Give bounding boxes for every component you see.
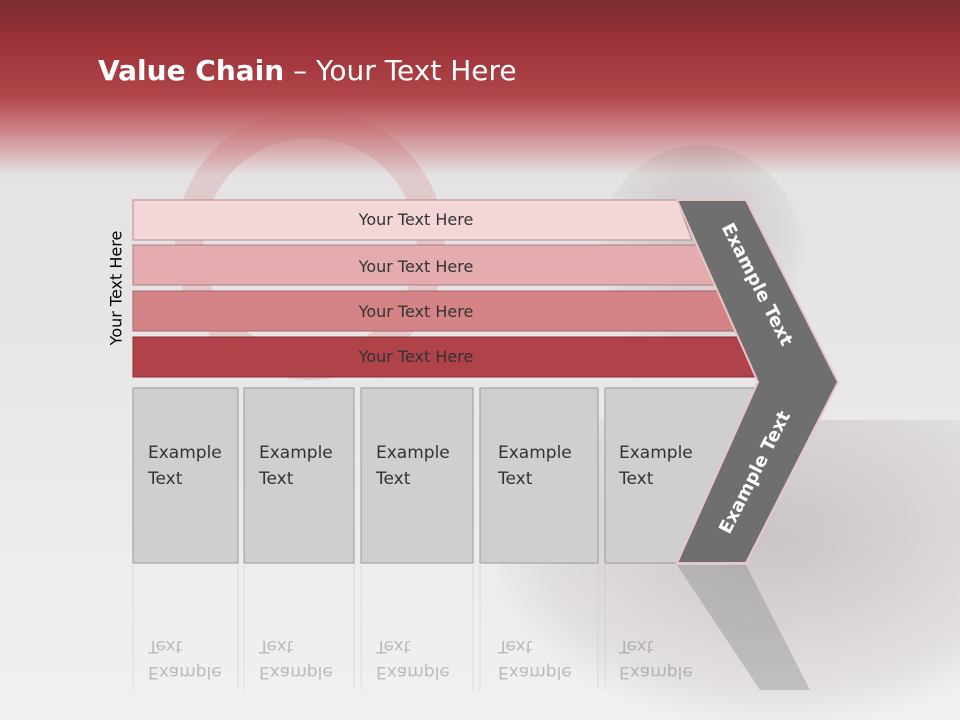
box-1-reflection: Example Text xyxy=(148,633,222,685)
box-5-line2: Text xyxy=(619,469,654,489)
header-band xyxy=(0,0,960,175)
box-4-reflection-line2: Text xyxy=(498,636,533,656)
bar-1 xyxy=(132,199,693,241)
bar-2-label: Your Text Here xyxy=(358,257,474,276)
box-1-reflection-line1: Example xyxy=(148,662,222,682)
box-3-reflection: Example Text xyxy=(376,633,450,685)
box-1-line1: Example xyxy=(148,443,222,463)
box-2-text: Example Text xyxy=(259,440,333,492)
box-3-reflection-line2: Text xyxy=(376,636,411,656)
box-2-line2: Text xyxy=(259,469,294,489)
box-3-text: Example Text xyxy=(376,440,450,492)
box-5-reflection-line2: Text xyxy=(619,636,654,656)
box-5-reflection-line1: Example xyxy=(619,662,693,682)
box-4-reflection-line1: Example xyxy=(498,662,572,682)
box-3-line1: Example xyxy=(376,443,450,463)
box-1-line2: Text xyxy=(148,469,183,489)
page-title: Value Chain – Your Text Here xyxy=(98,54,517,87)
box-2-reflection: Example Text xyxy=(259,633,333,685)
box-4-line2: Text xyxy=(498,469,533,489)
title-rest: – Your Text Here xyxy=(284,54,517,87)
box-2-line1: Example xyxy=(259,443,333,463)
bar-3-label: Your Text Here xyxy=(358,302,474,321)
chevron-arrow-reflection xyxy=(677,565,810,690)
box-1 xyxy=(132,387,239,564)
title-bold: Value Chain xyxy=(98,54,285,87)
box-2 xyxy=(243,387,355,564)
box-2-reflection-line1: Example xyxy=(259,662,333,682)
box-5-text: Example Text xyxy=(619,440,693,492)
box-4-reflection: Example Text xyxy=(498,633,572,685)
bar-4-label: Your Text Here xyxy=(358,347,474,366)
box-4 xyxy=(479,387,599,564)
box-3 xyxy=(360,387,474,564)
box-5-line1: Example xyxy=(619,443,693,463)
bar-1-label: Your Text Here xyxy=(358,210,474,229)
chevron-arrow xyxy=(675,199,840,564)
box-reflections xyxy=(132,565,606,690)
box-1-text: Example Text xyxy=(148,440,222,492)
box-1-reflection-line2: Text xyxy=(148,636,183,656)
box-5-reflection: Example Text xyxy=(619,633,693,685)
box-2-reflection-line2: Text xyxy=(259,636,294,656)
box-4-line1: Example xyxy=(498,443,572,463)
box-3-reflection-line1: Example xyxy=(376,662,450,682)
box-3-line2: Text xyxy=(376,469,411,489)
box-4-text: Example Text xyxy=(498,440,572,492)
